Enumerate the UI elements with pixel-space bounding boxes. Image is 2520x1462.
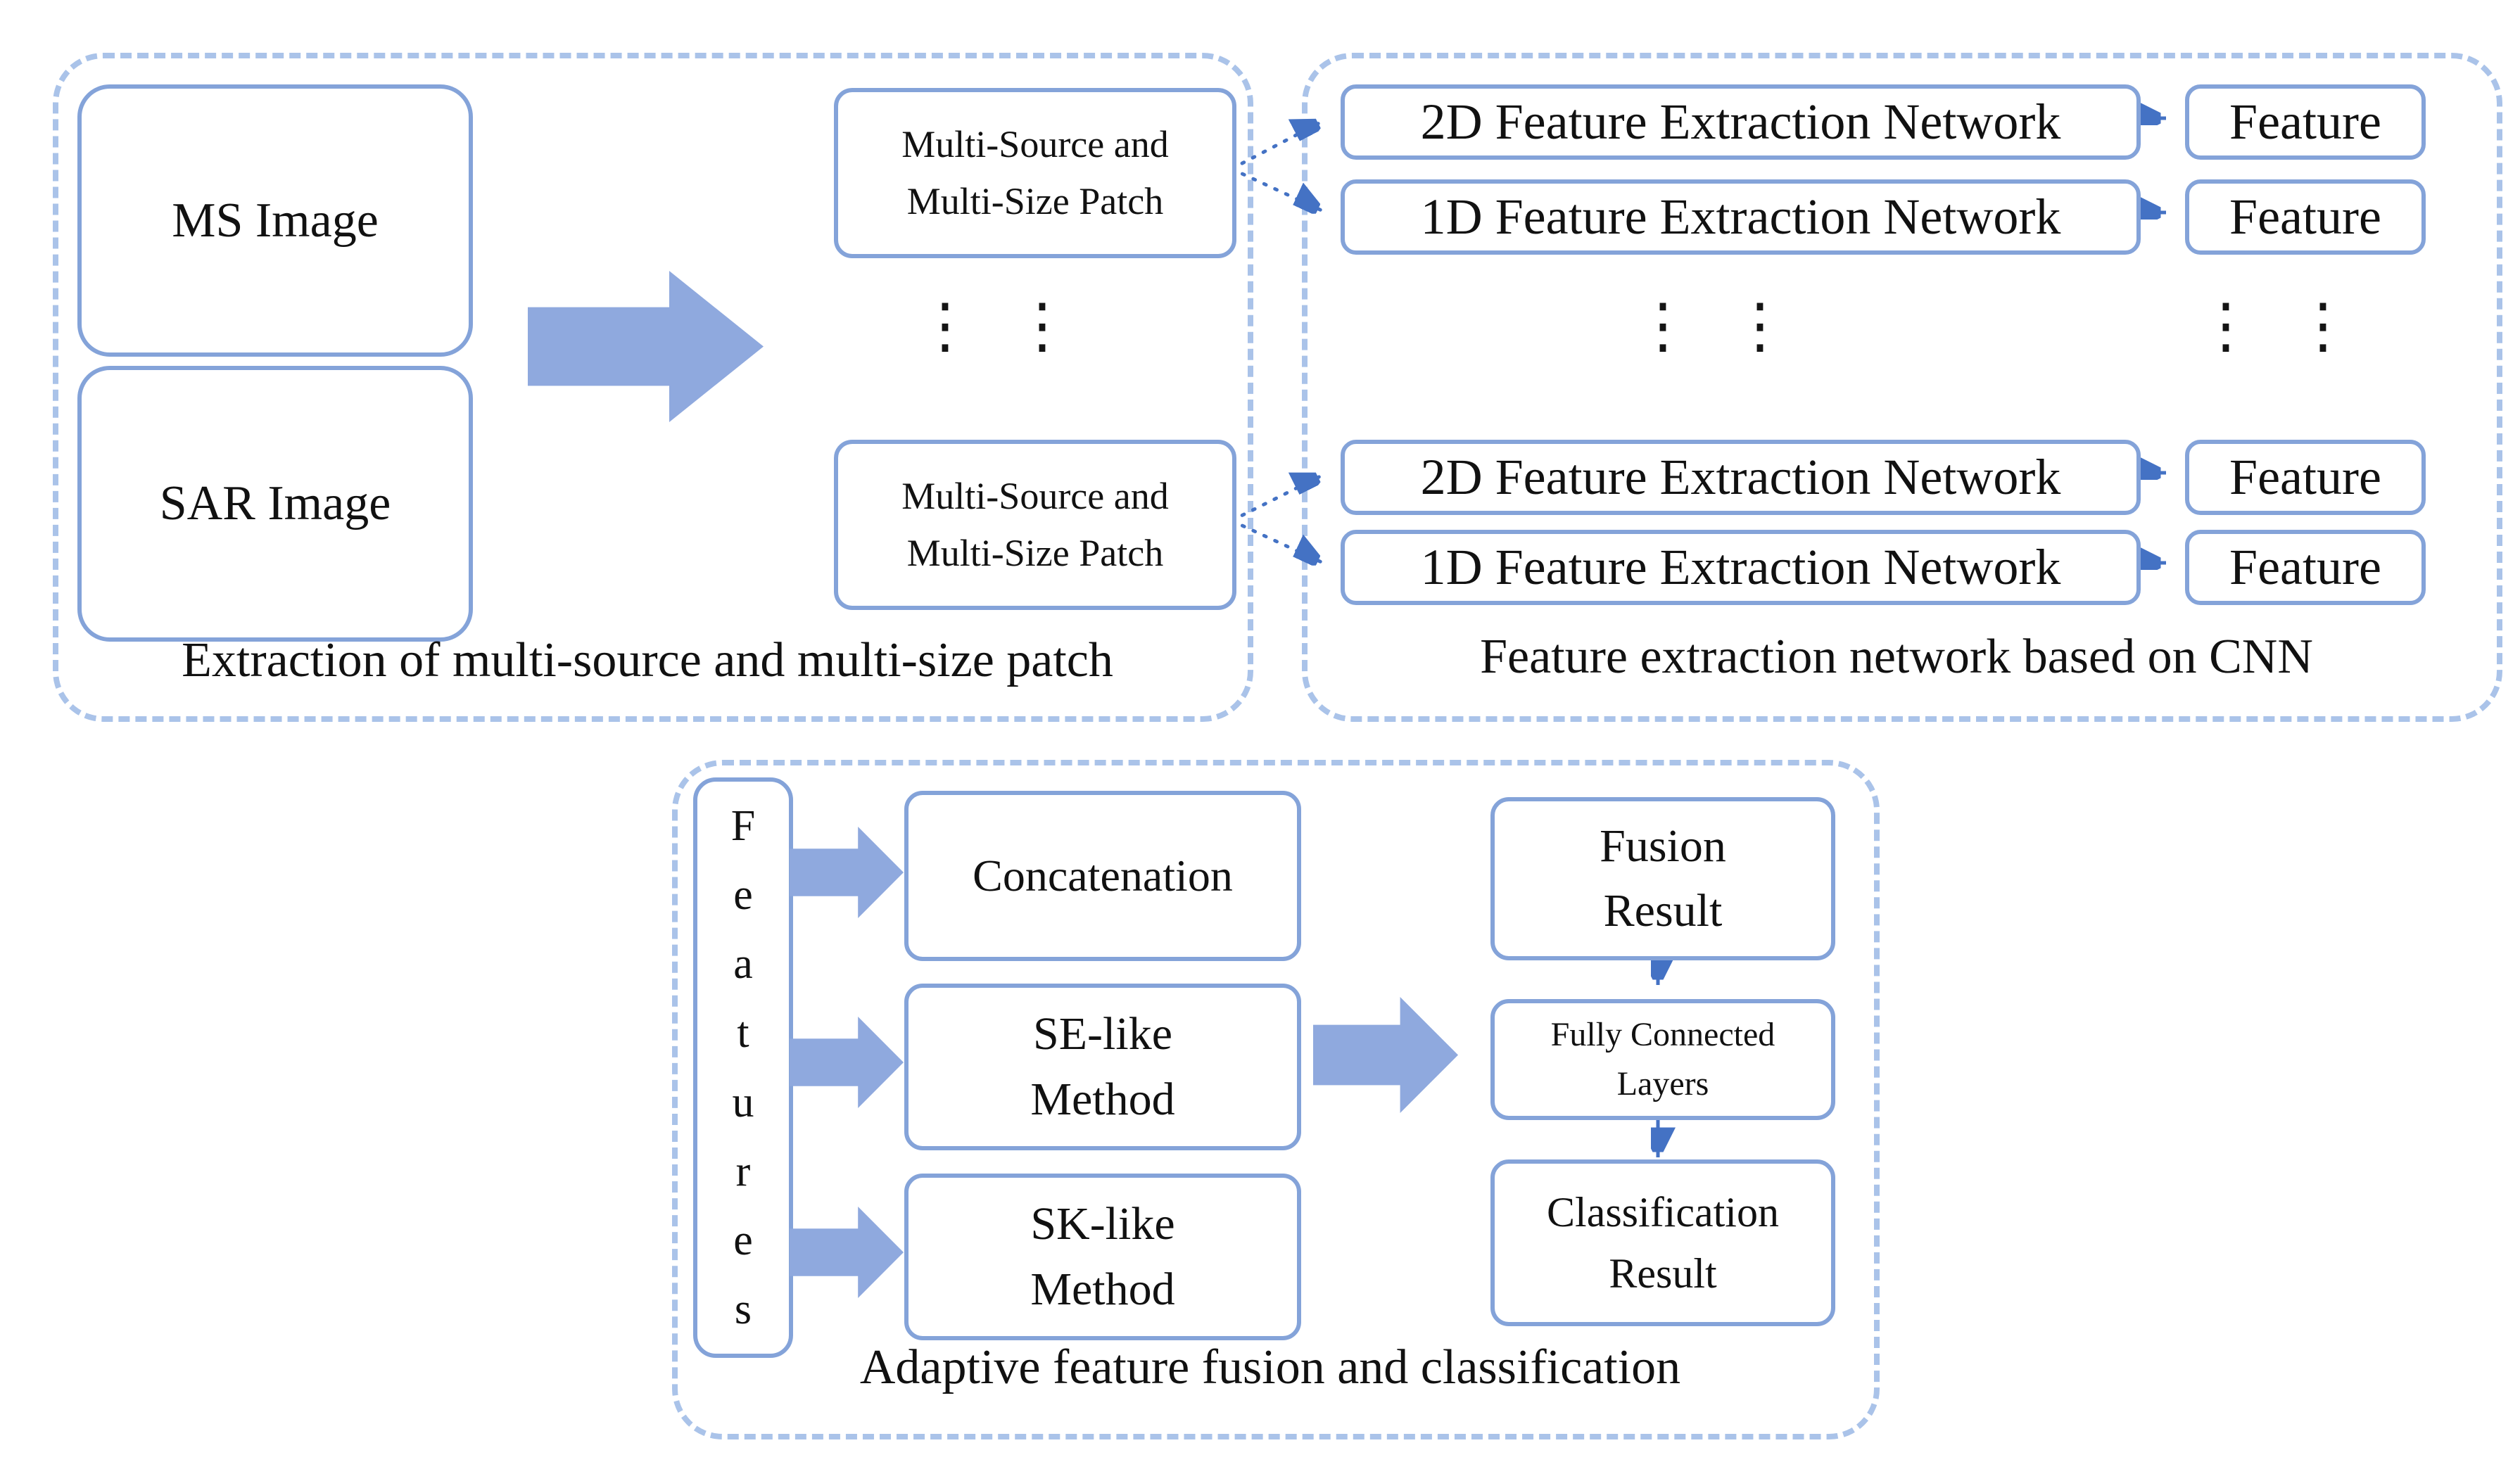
- feature-row4-label: Feature: [2229, 539, 2381, 596]
- fusion-result-line2: Result: [1603, 885, 1723, 936]
- extraction-ellipsis: ⋮ ⋮: [915, 295, 1072, 356]
- feature-row3-label: Feature: [2229, 449, 2381, 506]
- network-row2-label: 1D Feature Extraction Network: [1420, 189, 2061, 246]
- panel-extraction: [53, 53, 1253, 722]
- patch-bottom-line2: Multi-Size Patch: [906, 532, 1164, 574]
- fully-connected-line2: Layers: [1616, 1065, 1709, 1102]
- feature-row2-label: Feature: [2229, 189, 2381, 246]
- sar-image-box: SAR Image: [77, 366, 473, 642]
- concatenation-label: Concatenation: [973, 851, 1233, 901]
- features-letter: F: [730, 802, 756, 851]
- vdots-glyph: ⋮: [915, 291, 975, 361]
- caption-extraction: Extraction of multi-source and multi-siz…: [182, 633, 1113, 687]
- network-row1-label: 2D Feature Extraction Network: [1420, 94, 2061, 151]
- features-letter: s: [734, 1285, 752, 1333]
- patch-top-line2: Multi-Size Patch: [906, 180, 1164, 222]
- feature-box-row1: Feature: [2185, 84, 2426, 160]
- features-letter: a: [733, 940, 753, 989]
- vdots-glyph: ⋮: [1633, 291, 1693, 361]
- features-letter: t: [737, 1009, 749, 1057]
- classification-line2: Result: [1609, 1250, 1717, 1297]
- features-letter: u: [732, 1078, 754, 1126]
- feature-box-row2: Feature: [2185, 179, 2426, 255]
- feature-box-row3: Feature: [2185, 440, 2426, 515]
- network-box-row1: 2D Feature Extraction Network: [1341, 84, 2141, 160]
- feature-box-row4: Feature: [2185, 530, 2426, 605]
- network-box-row4: 1D Feature Extraction Network: [1341, 530, 2141, 605]
- fully-connected-box: Fully Connected Layers: [1490, 999, 1835, 1120]
- network-row3-label: 2D Feature Extraction Network: [1420, 449, 2061, 506]
- panel-fusion: [672, 760, 1880, 1439]
- vdots-glyph: ⋮: [2196, 291, 2256, 361]
- sk-method-box: SK-like Method: [904, 1174, 1301, 1340]
- vdots-glyph: ⋮: [1012, 291, 1072, 361]
- vdots-glyph: ⋮: [1730, 291, 1790, 361]
- features-letter: e: [733, 1216, 753, 1264]
- patch-bottom-line1: Multi-Source and: [901, 475, 1169, 517]
- cnn-ellipsis-right: ⋮ ⋮: [2196, 295, 2353, 356]
- vdots-glyph: ⋮: [2293, 291, 2353, 361]
- ms-image-box: MS Image: [77, 84, 473, 357]
- sk-line2: Method: [1030, 1263, 1175, 1315]
- network-box-row2: 1D Feature Extraction Network: [1341, 179, 2141, 255]
- ms-image-label: MS Image: [172, 193, 379, 248]
- se-method-box: SE-like Method: [904, 984, 1301, 1150]
- classification-line1: Classification: [1547, 1188, 1779, 1235]
- patch-top-line1: Multi-Source and: [901, 123, 1169, 165]
- se-line2: Method: [1030, 1073, 1175, 1125]
- network-row4-label: 1D Feature Extraction Network: [1420, 539, 2061, 596]
- cnn-ellipsis-left: ⋮ ⋮: [1633, 295, 1790, 356]
- sar-image-label: SAR Image: [159, 476, 391, 530]
- caption-cnn: Feature extraction network based on CNN: [1480, 630, 2313, 684]
- features-box: F e a t u r e s: [693, 777, 793, 1358]
- patch-box-bottom: Multi-Source and Multi-Size Patch: [834, 440, 1236, 610]
- features-letter: r: [735, 1147, 751, 1195]
- fusion-result-box: Fusion Result: [1490, 797, 1835, 960]
- fully-connected-line1: Fully Connected: [1550, 1016, 1775, 1054]
- se-line1: SE-like: [1033, 1008, 1172, 1060]
- features-letter: e: [733, 871, 753, 920]
- sk-line1: SK-like: [1030, 1198, 1175, 1250]
- patch-box-top: Multi-Source and Multi-Size Patch: [834, 88, 1236, 258]
- caption-fusion: Adaptive feature fusion and classificati…: [859, 1340, 1681, 1394]
- feature-row1-label: Feature: [2229, 94, 2381, 151]
- classification-result-box: Classification Result: [1490, 1159, 1835, 1326]
- network-box-row3: 2D Feature Extraction Network: [1341, 440, 2141, 515]
- panel-cnn: [1302, 53, 2502, 722]
- concatenation-box: Concatenation: [904, 791, 1301, 961]
- fusion-result-line1: Fusion: [1600, 820, 1726, 872]
